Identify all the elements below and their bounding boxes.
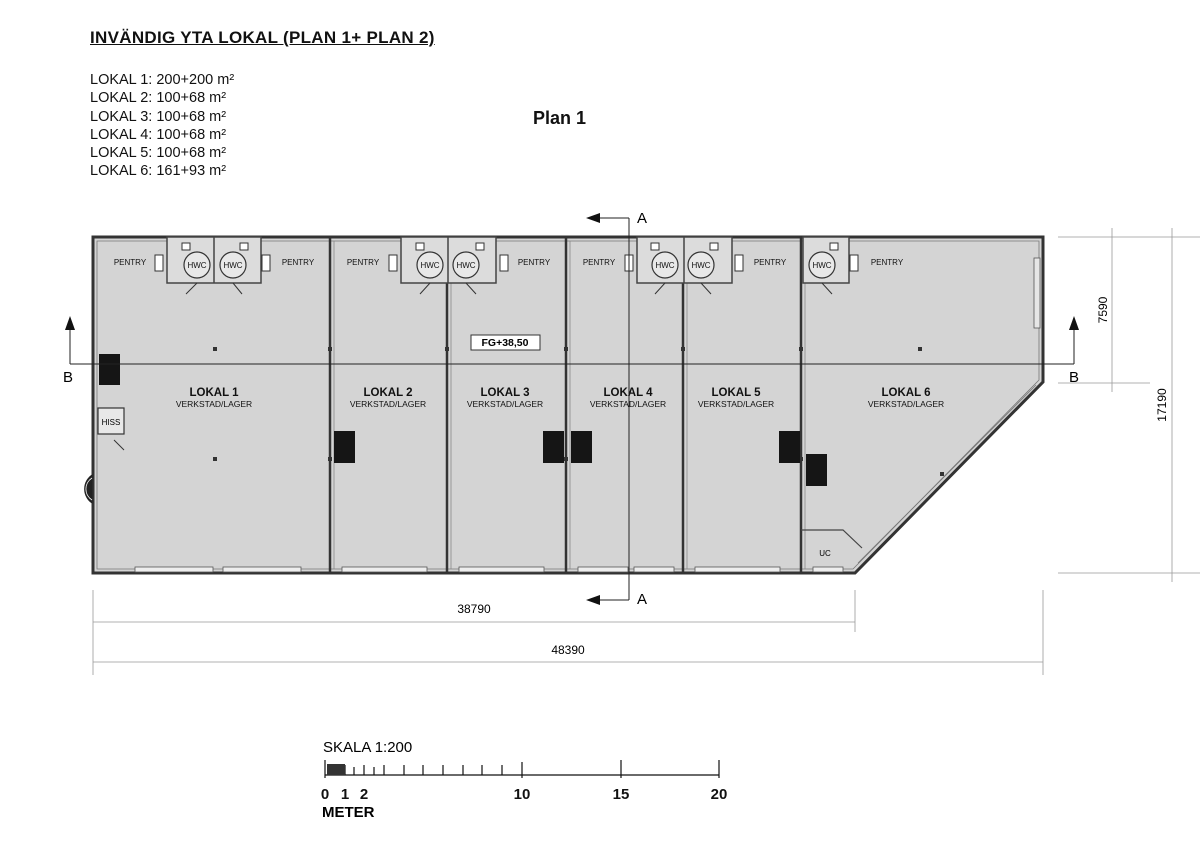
hwc-label: HWC [187,261,206,270]
room-use-lokal-5: VERKSTAD/LAGER [698,399,774,409]
area-row-lokal-6: LOKAL 6: 161+93 m² [90,163,227,180]
room-use-lokal-6: VERKSTAD/LAGER [868,399,944,409]
scale-title: SKALA 1:200 [323,739,412,756]
area-row-lokal-2: LOKAL 2: 100+68 m² [90,90,227,107]
room-name-lokal-5: LOKAL 5 [712,387,762,399]
uc-room [801,529,863,549]
window-strips [134,566,844,573]
room-name-lokal-6: LOKAL 6 [882,387,931,399]
scale-tick-20: 20 [711,786,728,803]
room-use-lokal-2: VERKSTAD/LAGER [350,399,426,409]
section-b-label-right: B [1069,369,1079,386]
pentry-label: PENTRY [583,258,616,267]
section-a-label-bottom: A [637,591,647,608]
room-name-lokal-4: LOKAL 4 [604,387,654,399]
room-use-lokal-3: VERKSTAD/LAGER [467,399,543,409]
elevator-label: HISS [102,418,121,427]
area-list: LOKAL 1: 200+200 m² LOKAL 2: 100+68 m² L… [90,71,234,181]
room-name-lokal-3: LOKAL 3 [481,387,530,399]
dimension-side-depth: 7590 [1096,296,1110,323]
area-row-lokal-5: LOKAL 5: 100+68 m² [90,145,227,162]
floor-level-label: FG+38,50 [482,337,529,349]
scale-tick-2: 2 [360,786,368,803]
uc-label: UC [819,549,831,558]
hwc-label: HWC [456,261,475,270]
pentry-label: PENTRY [518,258,551,267]
pentry-label: PENTRY [282,258,315,267]
room-name-lokal-1: LOKAL 1 [190,387,240,399]
dimension-total-depth: 17190 [1155,388,1169,422]
pentry-label: PENTRY [114,258,147,267]
room-use-lokal-4: VERKSTAD/LAGER [590,399,666,409]
hwc-label: HWC [691,261,710,270]
pentry-label: PENTRY [754,258,787,267]
columns [213,347,944,476]
drawing-title: INVÄNDIG YTA LOKAL (PLAN 1+ PLAN 2) [90,28,435,47]
dimension-lines [92,228,1200,675]
dimension-total-width: 48390 [551,643,585,657]
stair-icon [84,474,93,504]
door-swings [185,282,833,295]
floor-level-marker: FG+38,50 [470,334,541,351]
pentry-label: PENTRY [347,258,380,267]
scale-tick-1: 1 [341,786,349,803]
scale-unit: METER [322,804,375,821]
area-row-lokal-4: LOKAL 4: 100+68 m² [90,126,227,143]
hwc-label: HWC [655,261,674,270]
scale-tick-10: 10 [514,786,531,803]
area-row-lokal-1: LOKAL 1: 200+200 m² [90,72,235,88]
room-name-lokal-2: LOKAL 2 [364,387,413,399]
unit-walls [328,237,803,573]
hwc-label: HWC [420,261,439,270]
entrance-blocks [99,354,827,486]
hwc-symbols [183,251,836,279]
scale-tick-15: 15 [613,786,630,803]
elevator [97,407,125,451]
scale-tick-0: 0 [321,786,329,803]
pentry-label: PENTRY [871,258,904,267]
plan-title: Plan 1 [533,108,587,128]
hwc-label: HWC [812,261,831,270]
section-a-label-top: A [637,210,647,227]
dimension-inner-width: 38790 [457,602,491,616]
section-line-a [586,213,630,605]
room-use-lokal-1: VERKSTAD/LAGER [176,399,252,409]
scale-bar [324,760,720,778]
hwc-label: HWC [223,261,242,270]
section-line-b [65,316,1079,365]
area-row-lokal-3: LOKAL 3: 100+68 m² [90,108,227,125]
section-b-label-left: B [63,369,73,386]
